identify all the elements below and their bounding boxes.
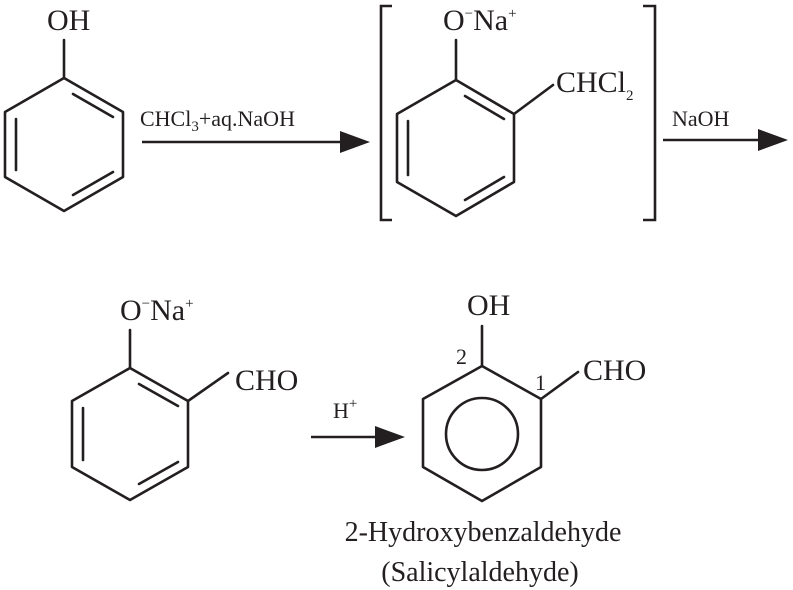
- product-position-1-label: 1: [535, 370, 546, 395]
- phenol-ring: [3, 38, 125, 213]
- left-bracket: [379, 4, 392, 222]
- intermediate-2-phenoxide-label: O−Na+: [120, 294, 194, 327]
- reagent-2-label: NaOH: [672, 106, 730, 131]
- intermediate-2-ring: [70, 328, 230, 502]
- intermediate-1-structure: O−Na+ CHCl2: [379, 4, 657, 222]
- product-cho-label: CHO: [583, 354, 646, 387]
- intermediate-1-chcl2-label: CHCl2: [556, 66, 634, 104]
- phenol-oh-label: OH: [47, 4, 90, 37]
- reaction-arrow-2: NaOH: [663, 106, 788, 151]
- phenol-structure: OH: [3, 4, 125, 213]
- intermediate-2-cho-label: CHO: [235, 364, 298, 397]
- reaction-arrow-3: H+: [311, 396, 405, 448]
- right-bracket: [643, 4, 657, 222]
- intermediate-1-phenoxide-label: O−Na+: [443, 4, 517, 37]
- product-structure: OH 2 1 CHO: [421, 289, 646, 503]
- reagent-1-label: CHCl3+aq.NaOH: [140, 106, 295, 135]
- product-iupac-name: 2-Hydroxybenzaldehyde: [345, 517, 622, 548]
- reagent-3-label: H+: [333, 396, 357, 423]
- product-common-name: (Salicylaldehyde): [381, 557, 578, 588]
- intermediate-2-structure: O−Na+ CHO: [70, 294, 298, 502]
- reaction-arrow-1: CHCl3+aq.NaOH: [140, 106, 370, 153]
- product-oh-label: OH: [467, 289, 510, 322]
- product-position-2-label: 2: [456, 344, 467, 369]
- intermediate-1-ring: [395, 38, 555, 218]
- product-ring: [421, 324, 580, 503]
